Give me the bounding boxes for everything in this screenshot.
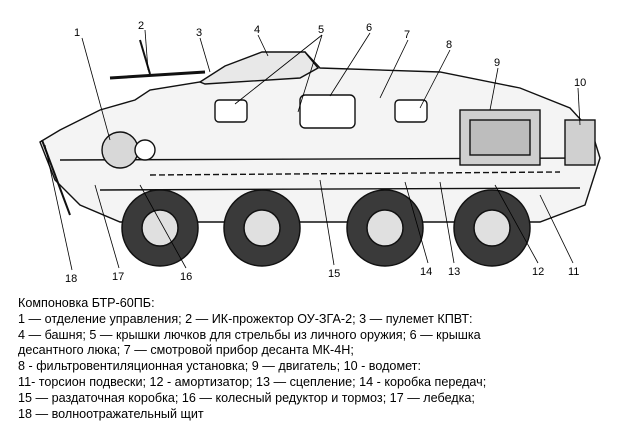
callout-4: 4 bbox=[254, 24, 260, 36]
legend-line-5: 11- торсион подвески; 12 - амортизатор; … bbox=[18, 374, 487, 389]
wheel-2 bbox=[223, 189, 301, 267]
callout-17: 17 bbox=[112, 271, 124, 283]
callout-7: 7 bbox=[404, 29, 410, 41]
legend-line-3: десантного люка; 7 — смотровой прибор де… bbox=[18, 343, 354, 358]
callout-13: 13 bbox=[448, 266, 460, 278]
callout-8: 8 bbox=[446, 39, 452, 51]
callout-16: 16 bbox=[180, 271, 192, 283]
callout-15: 15 bbox=[328, 268, 340, 280]
callout-9: 9 bbox=[494, 57, 500, 69]
legend-line-7: 18 — волноотражательный щит bbox=[18, 406, 204, 421]
callout-5: 5 bbox=[318, 24, 324, 36]
legend: Компоновка БТР-60ПБ: 1 — отделение управ… bbox=[18, 296, 630, 422]
leader-lines bbox=[44, 29, 581, 271]
callout-12: 12 bbox=[532, 266, 544, 278]
wheel-4 bbox=[453, 189, 531, 267]
legend-line-4: 8 - фильтровентиляционная установка; 9 —… bbox=[18, 359, 421, 374]
legend-line-2: 4 — башня; 5 — крышки лючков для стрельб… bbox=[18, 327, 481, 342]
vehicle-drawing bbox=[39, 39, 601, 223]
wheel-3 bbox=[346, 189, 424, 267]
legend-title: Компоновка БТР-60ПБ: bbox=[18, 296, 155, 310]
callout-6: 6 bbox=[366, 22, 372, 34]
wheels bbox=[121, 189, 531, 267]
callout-1: 1 bbox=[74, 27, 80, 39]
callout-11: 11 bbox=[568, 266, 579, 278]
callout-10: 10 bbox=[574, 77, 586, 89]
callout-18: 18 bbox=[65, 273, 77, 285]
legend-line-1: 1 — отделение управления; 2 — ИК-прожект… bbox=[18, 311, 473, 326]
callout-14: 14 bbox=[420, 266, 432, 278]
callout-3: 3 bbox=[196, 27, 202, 39]
legend-line-6: 15 — раздаточная коробка; 16 — колесный … bbox=[18, 390, 475, 405]
callout-2: 2 bbox=[138, 20, 144, 32]
btr-60pb-cutaway-diagram: 1 2 3 4 5 6 7 8 9 10 11 12 13 14 15 16 1… bbox=[39, 20, 601, 285]
callout-numbers: 1 2 3 4 5 6 7 8 9 10 11 12 13 14 15 16 1… bbox=[65, 20, 586, 285]
wheel-1 bbox=[121, 189, 199, 267]
